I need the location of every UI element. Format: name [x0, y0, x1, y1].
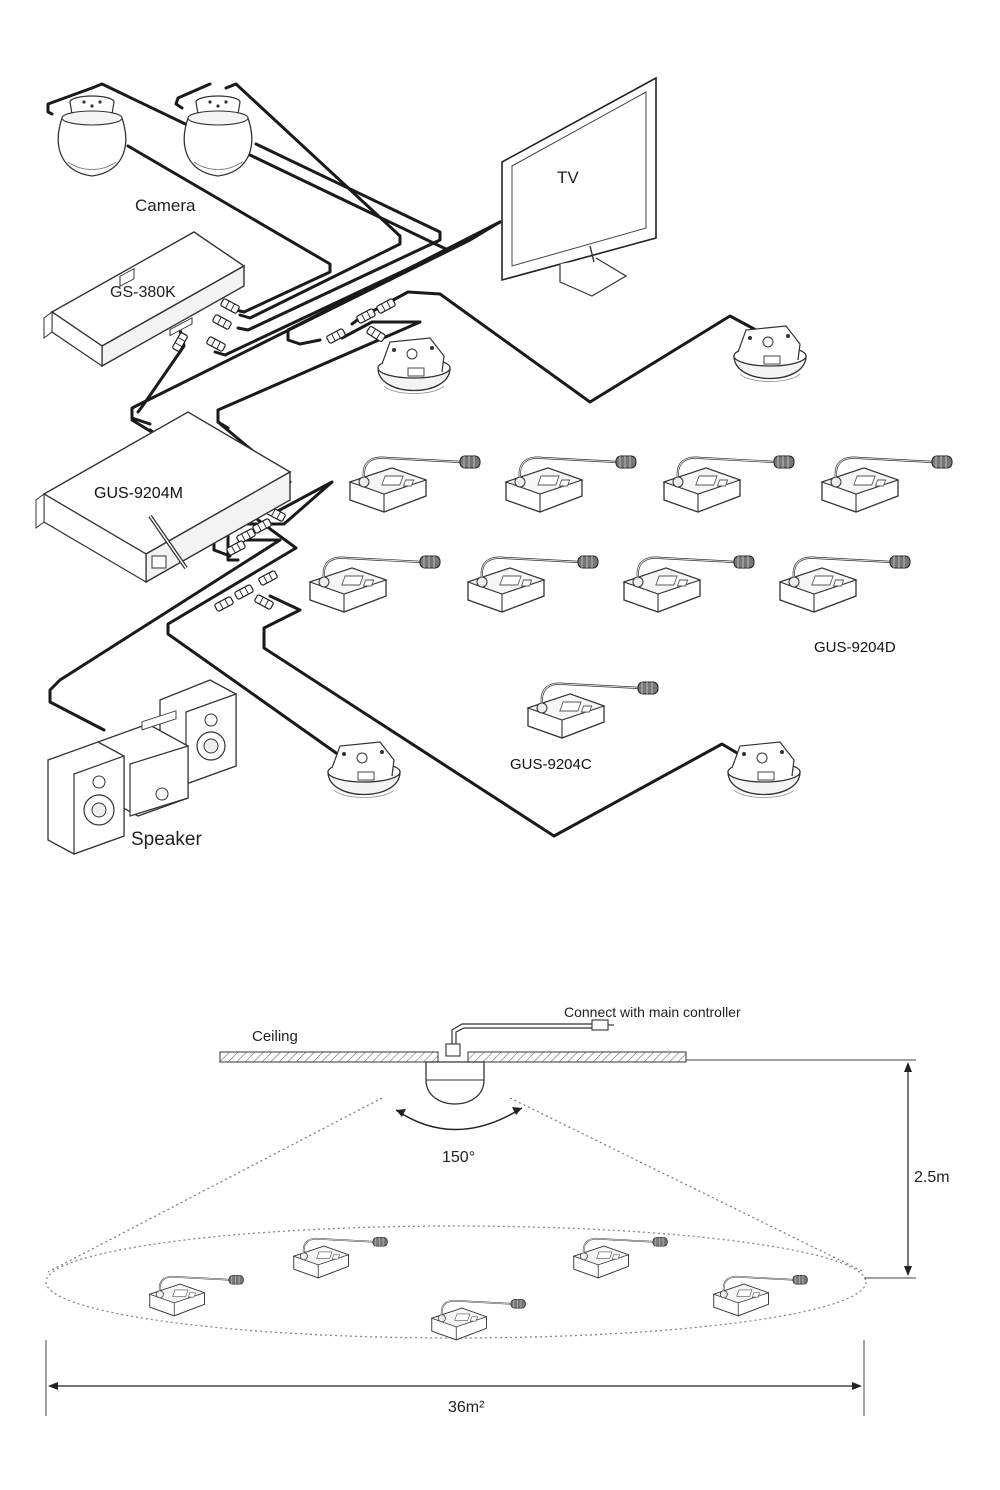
- delegate-unit: [662, 454, 796, 514]
- system-diagram: Camera TV GS-380K GU: [35, 76, 954, 855]
- ceiling-label: Ceiling: [252, 1028, 298, 1045]
- delegate-unit: [820, 454, 954, 514]
- gs380k-label: GS-380K: [110, 284, 176, 301]
- chairman-unit: [526, 680, 660, 740]
- gs380k-unit: GS-380K: [43, 231, 246, 368]
- delegate-unit: [348, 454, 482, 514]
- coverage-diagram: Ceiling Connect with main controller 150…: [45, 1004, 950, 1416]
- ceiling-dome: [425, 1061, 485, 1105]
- speaker-system: Speaker: [47, 679, 237, 855]
- wireless-node-2: [733, 325, 807, 383]
- gus9204m-unit: GUS-9204M: [35, 411, 292, 584]
- camera-label: Camera: [135, 196, 196, 215]
- delegate-unit: [622, 554, 756, 614]
- delegate-unit: [292, 1236, 389, 1279]
- tv: TV: [501, 76, 657, 297]
- wireless-node-1: [377, 337, 451, 395]
- angle-label: 150°: [442, 1149, 475, 1166]
- coverage-units: [148, 1236, 809, 1341]
- delegate-unit: [712, 1274, 809, 1317]
- ceiling-slab-right: [467, 1051, 687, 1063]
- connect-label: Connect with main controller: [564, 1004, 741, 1020]
- delegate-unit: [778, 554, 912, 614]
- height-label: 2.5m: [914, 1169, 950, 1186]
- delegate-units: [308, 454, 954, 614]
- delegate-unit: [308, 554, 442, 614]
- wireless-node-3: [327, 741, 401, 799]
- speaker-label: Speaker: [131, 829, 202, 850]
- delegate-unit: [466, 554, 600, 614]
- wireless-node-4: [727, 741, 801, 799]
- area-label: 36m²: [448, 1399, 485, 1416]
- delegate-unit: [572, 1236, 669, 1279]
- camera-2: [183, 95, 253, 177]
- gus9204c-label: GUS-9204C: [510, 756, 592, 773]
- gus9204d-label: GUS-9204D: [814, 639, 896, 656]
- delegate-unit: [148, 1274, 245, 1317]
- tv-label: TV: [557, 168, 579, 187]
- gus9204m-label: GUS-9204M: [94, 485, 183, 502]
- camera-1: [57, 95, 127, 177]
- delegate-unit: [430, 1298, 527, 1341]
- delegate-unit: [504, 454, 638, 514]
- ceiling-slab-left: [219, 1051, 439, 1063]
